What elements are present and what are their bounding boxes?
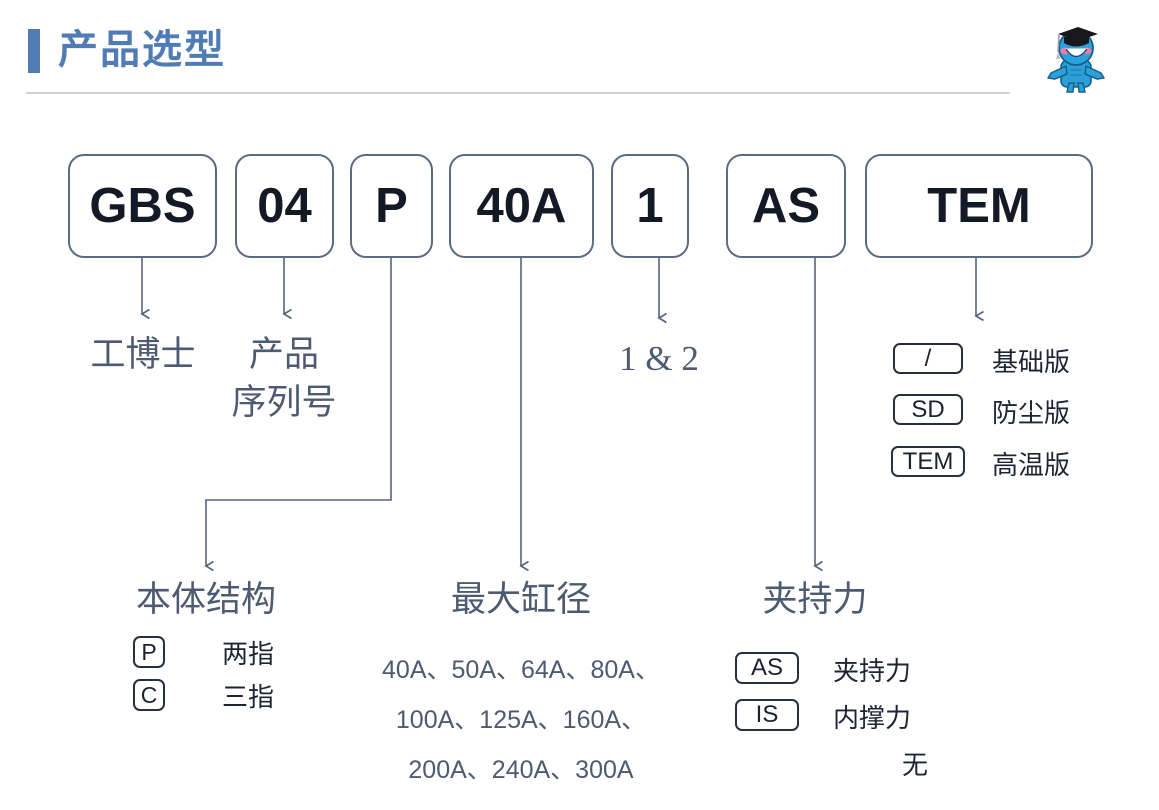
section-title-body: 本体结构 [135,580,276,619]
code-box-force[interactable]: AS [726,154,846,258]
code-box-brand[interactable]: GBS [68,154,217,258]
title-accent-bar [28,29,40,73]
version-chip-base[interactable]: / [893,343,963,374]
header-divider [26,92,1010,94]
code-box-bore[interactable]: 40A [449,154,594,258]
code-box-serial[interactable]: 04 [235,154,334,258]
force-chip-as[interactable]: AS [735,652,799,684]
mascot-icon [1034,16,1118,96]
force-chip-is[interactable]: IS [735,699,799,731]
page-title: 产品选型 [58,28,226,72]
body-desc-p: 两指 [222,639,275,669]
force-desc-is: 内撑力 [833,703,912,733]
code-box-stroke[interactable]: 1 [611,154,689,258]
callout-brand-label: 工博士 [90,335,196,374]
code-box-version[interactable]: TEM [865,154,1093,258]
section-title-bore: 最大缸径 [450,580,591,619]
callout-serial-label-line1: 产品 [248,335,319,374]
version-chip-sd[interactable]: SD [893,394,963,425]
version-desc-base: 基础版 [992,347,1071,377]
body-chip-p[interactable]: P [133,636,165,668]
bore-size-line-1: 40A、50A、64A、80A、 [382,656,660,684]
body-chip-c[interactable]: C [133,679,165,711]
code-box-body[interactable]: P [350,154,433,258]
version-desc-sd: 防尘版 [992,398,1071,428]
section-title-force: 夹持力 [762,580,868,619]
bore-size-line-3: 200A、240A、300A [408,756,634,784]
force-desc-none: 无 [902,750,929,780]
force-desc-as: 夹持力 [833,656,912,686]
callout-stroke-label: 1 & 2 [619,339,699,378]
version-chip-tem[interactable]: TEM [891,446,965,477]
bore-size-line-2: 100A、125A、160A、 [395,706,647,734]
version-desc-tem: 高温版 [992,450,1071,480]
callout-serial-label-line2: 序列号 [231,383,337,422]
body-desc-c: 三指 [222,682,275,712]
